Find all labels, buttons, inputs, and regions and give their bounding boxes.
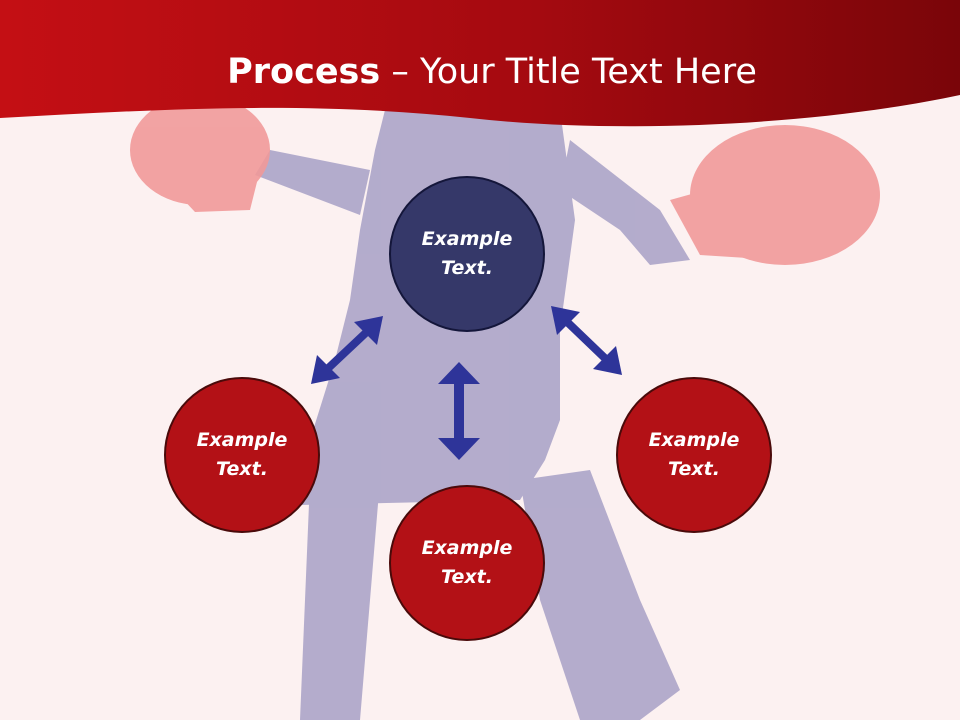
node-bottom-line2: Text. <box>441 566 493 588</box>
node-left: Example Text. <box>164 377 320 533</box>
node-bottom-line1: Example <box>421 537 513 559</box>
node-center-line1: Example <box>421 228 513 250</box>
node-right-line1: Example <box>648 429 740 451</box>
arrow-center-right <box>551 306 622 375</box>
arrow-center-bottom <box>438 362 480 460</box>
node-center: Example Text. <box>389 176 545 332</box>
arrow-center-left <box>311 316 383 384</box>
title-rest: – Your Title Text Here <box>380 52 757 92</box>
node-left-line2: Text. <box>216 458 268 480</box>
title-bold: Process <box>227 52 381 92</box>
node-bottom: Example Text. <box>389 485 545 641</box>
node-right-line2: Text. <box>668 458 720 480</box>
node-right: Example Text. <box>616 377 772 533</box>
node-center-line2: Text. <box>441 257 493 279</box>
slide-title: Process – Your Title Text Here <box>0 52 960 92</box>
node-left-line1: Example <box>196 429 288 451</box>
